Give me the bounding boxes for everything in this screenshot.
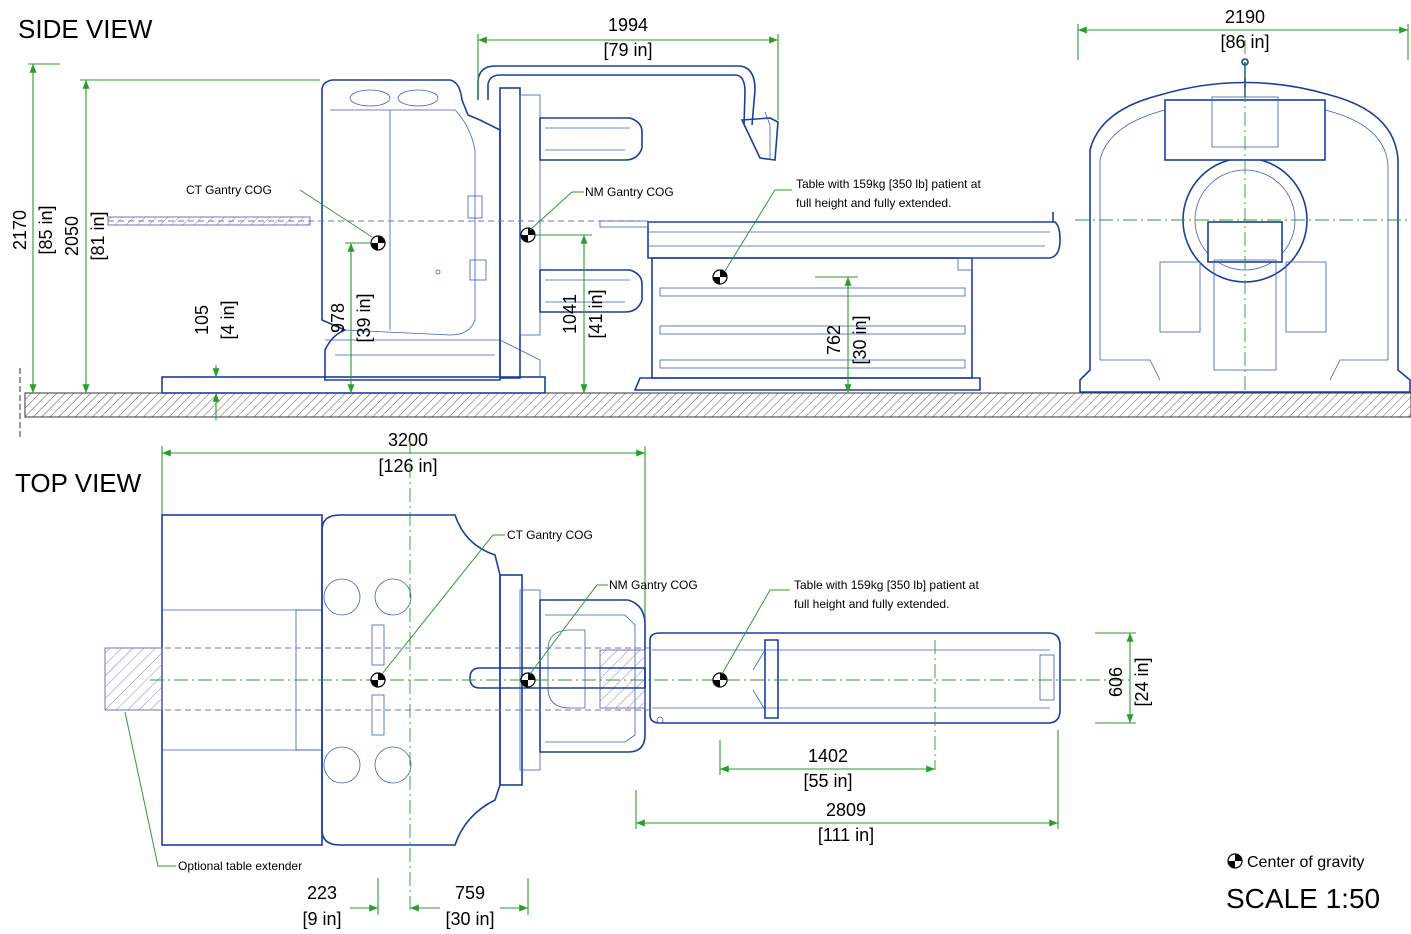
cog-legend-label: Center of gravity: [1247, 854, 1364, 871]
table-cog-label-side-1: Table with 159kg [350 lb] patient at: [796, 177, 981, 191]
ct-cog-marker-side: [370, 235, 386, 251]
dim-606-in: [24 in]: [1132, 657, 1152, 706]
dim-762: 762: [824, 325, 844, 355]
floor-hatch: [24, 392, 1411, 418]
scale-label: SCALE 1:50: [1226, 883, 1380, 914]
ct-gantry-side: [321, 79, 541, 381]
extender-label: Optional table extender: [178, 859, 302, 873]
dim-1994: 1994: [608, 15, 648, 35]
top-view: 3200 [126 in]: [104, 430, 1152, 929]
dim-2809-in: [111 in]: [818, 825, 874, 845]
dim-2170-in: [85 in]: [36, 205, 56, 254]
dim-759: 759: [455, 883, 485, 903]
nm-gantry-top: [469, 574, 646, 786]
dim-978: 978: [328, 303, 348, 333]
cog-legend-icon: [1227, 853, 1243, 869]
side-view: CT Gantry COG NM Gantry COG Table with 1…: [10, 7, 1411, 440]
side-view-title: SIDE VIEW: [18, 14, 153, 44]
dim-105: 105: [192, 305, 212, 335]
dim-223: 223: [307, 883, 337, 903]
dim-105-in: [4 in]: [218, 300, 238, 339]
nm-gantry-side: [477, 65, 779, 379]
dim-2809: 2809: [826, 800, 866, 820]
dim-223-in: [9 in]: [302, 909, 341, 929]
dim-3200-in: [126 in]: [378, 456, 437, 476]
dim-1994-in: [79 in]: [603, 40, 652, 60]
dim-762-in: [30 in]: [850, 315, 870, 364]
front-view: [1079, 58, 1411, 393]
dim-606: 606: [1106, 667, 1126, 697]
dim-1041-in: [41 in]: [586, 289, 606, 338]
dim-3200: 3200: [388, 430, 428, 450]
dim-759-in: [30 in]: [445, 909, 494, 929]
dim-978-in: [39 in]: [354, 293, 374, 342]
table-cog-marker-side: [712, 269, 728, 285]
table-cog-label-side-2: full height and fully extended.: [796, 196, 951, 210]
nm-cog-label-top: NM Gantry COG: [609, 578, 698, 592]
dim-1041: 1041: [560, 294, 580, 334]
ct-cog-label-side: CT Gantry COG: [186, 183, 272, 197]
dim-2050-in: [81 in]: [88, 211, 108, 260]
dim-1402-in: [55 in]: [803, 771, 852, 791]
dim-2190: 2190: [1225, 7, 1265, 27]
table-cog-label-top-2: full height and fully extended.: [794, 597, 949, 611]
nm-cog-marker-side: [520, 227, 536, 243]
table-cog-marker-top: [712, 672, 728, 688]
dim-2190-in: [86 in]: [1220, 32, 1269, 52]
table-side: [599, 212, 1061, 391]
ct-cog-label-top: CT Gantry COG: [507, 528, 593, 542]
nm-cog-label-side: NM Gantry COG: [585, 185, 674, 199]
table-top: [649, 632, 1061, 724]
dim-2170: 2170: [10, 210, 30, 250]
nm-cog-marker-top: [520, 672, 536, 688]
top-view-title: TOP VIEW: [15, 468, 142, 498]
table-cog-label-top-1: Table with 159kg [350 lb] patient at: [794, 578, 979, 592]
dim-2050: 2050: [62, 216, 82, 256]
dim-1402: 1402: [808, 746, 848, 766]
ct-cog-marker-top: [370, 672, 386, 688]
top-extender: [104, 647, 163, 711]
